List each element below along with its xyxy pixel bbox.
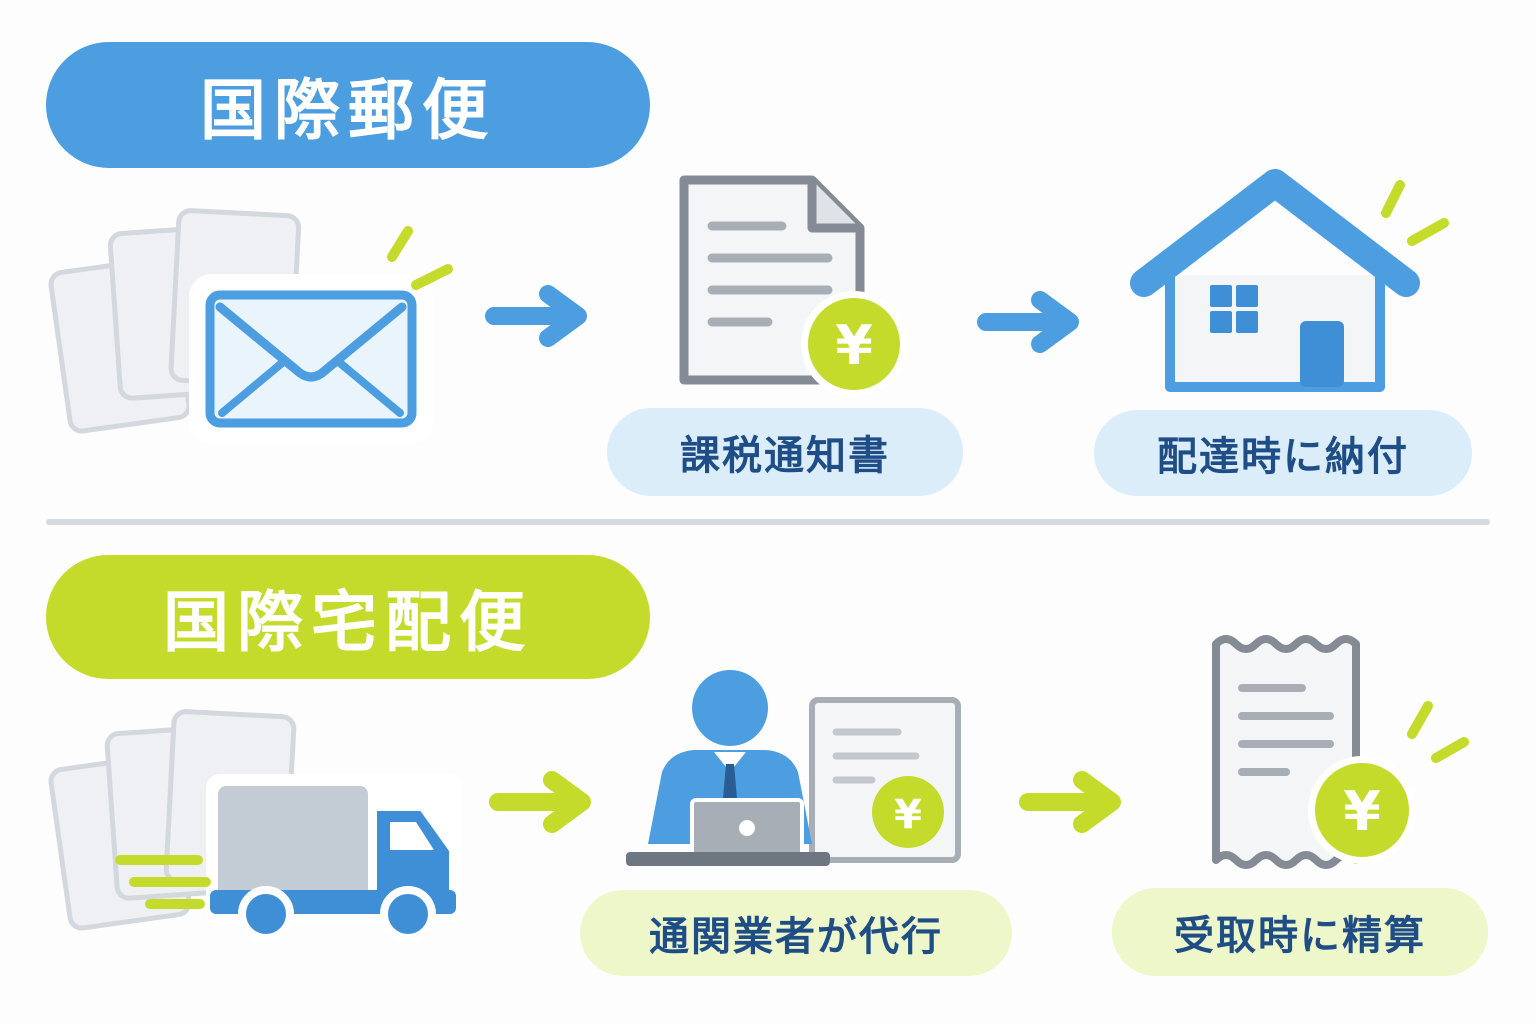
settle-on-receipt-label: 受取時に精算 [1112,888,1488,976]
delivery-truck-with-parcels-icon [48,709,462,942]
sparkle-icon [1407,701,1469,763]
arrow-right-icon [977,291,1079,353]
door-icon [1300,321,1344,387]
pay-on-delivery-label: 配達時に納付 [1094,410,1472,496]
arrow-right-icon [485,285,587,347]
receipt-yen-icon: ¥ [1212,635,1469,869]
speed-lines-icon [115,855,211,909]
text-lines-icon [707,221,833,327]
laptop-icon [626,798,830,866]
section-divider [46,519,1490,525]
yen-coin-icon: ¥ [894,792,922,838]
truck-icon [206,774,462,942]
tax-notice-document-yen-icon: ¥ [679,175,907,397]
arrow-right-icon [1019,771,1121,833]
sparkle-icon [1381,180,1449,246]
house-icon [1130,169,1449,392]
postal-section-title: 国際郵便 [46,42,650,168]
text-lines-icon [1238,684,1334,776]
tax-notice-label: 課税通知書 [607,408,963,496]
sparkle-icon [387,226,453,290]
courier-section-title: 国際宅配便 [46,555,650,679]
arrow-right-icon [489,771,591,833]
document-icon: ¥ [809,697,961,863]
envelope-with-parcels-icon [48,208,453,444]
window-icon [1210,285,1258,333]
envelope-icon [189,274,433,444]
broker-proxy-label: 通関業者が代行 [580,890,1012,976]
yen-coin-icon: ¥ [835,314,873,377]
customs-broker-laptop-icon: ¥ [626,670,961,866]
yen-coin-icon: ¥ [1343,780,1381,843]
